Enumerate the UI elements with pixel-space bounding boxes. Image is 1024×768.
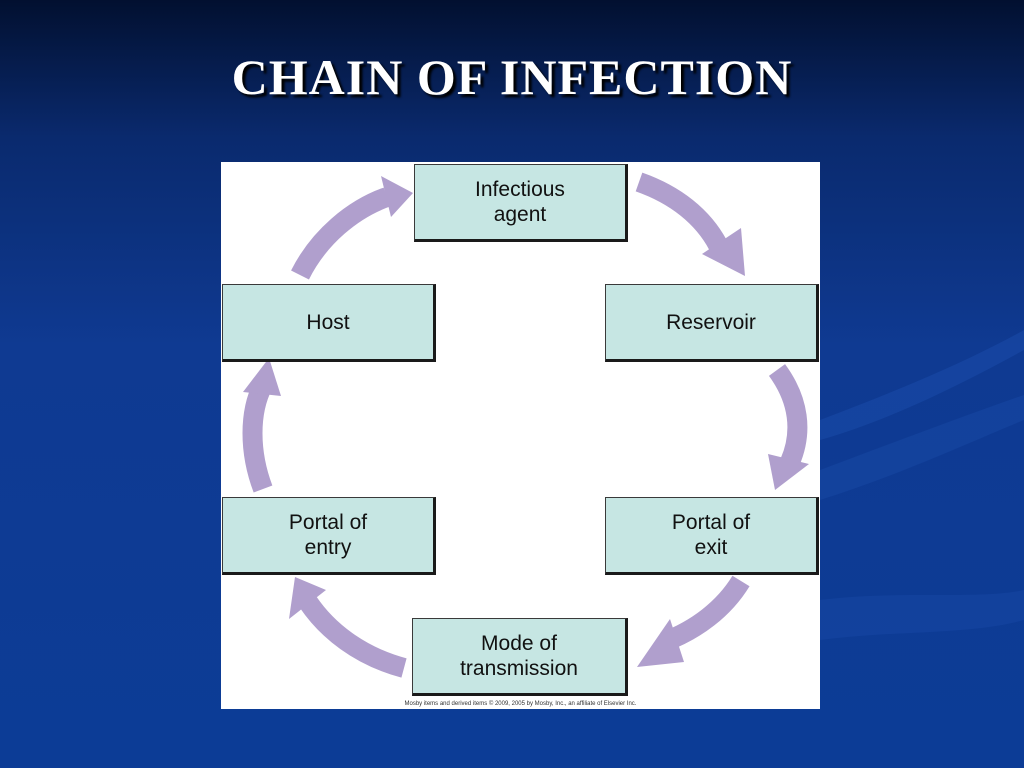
arrow-reservoir-to-exit	[768, 364, 808, 466]
arrow-reservoir-to-exit-head	[768, 454, 809, 490]
chain-of-infection-diagram: Infectious agent Reservoir Portal of exi…	[221, 162, 820, 709]
arrow-host-to-agent-head	[381, 176, 413, 217]
node-mode-of-transmission: Mode of transmission	[412, 618, 628, 696]
arrow-exit-to-mode	[660, 575, 750, 652]
arrow-entry-to-host	[242, 380, 273, 493]
node-portal-of-exit: Portal of exit	[605, 497, 819, 575]
arrow-entry-to-host-head	[243, 358, 281, 396]
arrow-exit-to-mode-head	[637, 619, 684, 667]
cycle-arrows	[242, 172, 809, 678]
copyright-credit: Mosby items and derived items © 2009, 20…	[404, 701, 637, 707]
node-infectious-agent: Infectious agent	[414, 164, 628, 242]
arrow-host-to-agent	[291, 187, 391, 280]
node-host: Host	[222, 284, 436, 362]
arrow-mode-to-entry-head	[289, 577, 326, 619]
arrow-agent-to-reservoir	[635, 172, 727, 250]
slide-title: CHAIN OF INFECTION	[231, 49, 793, 105]
arrow-mode-to-entry	[299, 596, 407, 678]
node-reservoir: Reservoir	[605, 284, 819, 362]
arrow-agent-to-reservoir-head	[702, 228, 745, 276]
node-portal-of-entry: Portal of entry	[222, 497, 436, 575]
